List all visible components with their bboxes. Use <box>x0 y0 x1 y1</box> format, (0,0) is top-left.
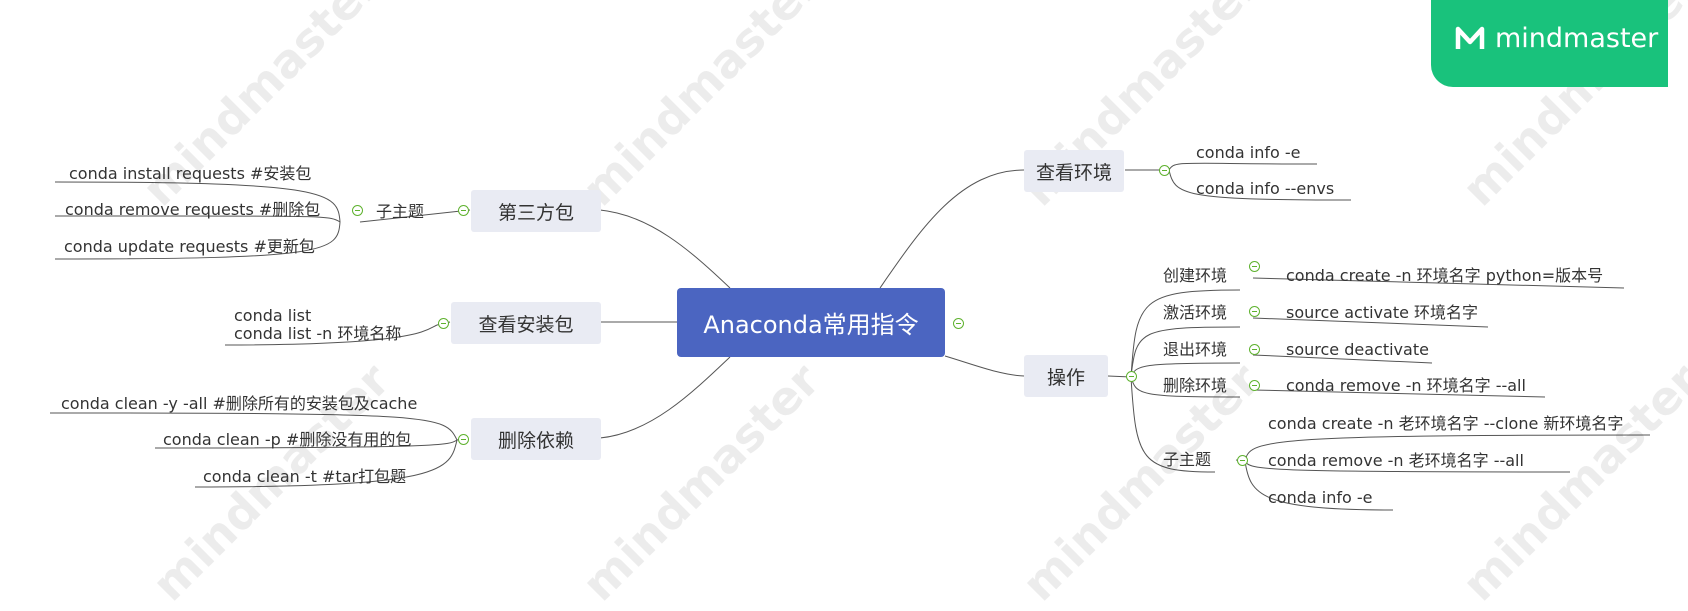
leaf-clean-all: conda clean -y -all #删除所有的安装包及cache <box>61 394 418 413</box>
topic-label: 查看安装包 <box>478 313 574 336</box>
leaf-clean-t: conda clean -t #tar打包题 <box>203 467 407 486</box>
brand-name: mindmaster <box>1495 23 1659 54</box>
root-topic[interactable]: Anaconda常用指令 <box>677 288 945 357</box>
collapse-toggle-icon[interactable] <box>1249 380 1260 391</box>
collapse-toggle-icon[interactable] <box>1249 261 1260 272</box>
topic-label: 查看环境 <box>1035 161 1112 184</box>
topic-view-packages[interactable]: 查看安装包 <box>451 302 601 344</box>
topic-third-party[interactable]: 第三方包 <box>471 190 601 232</box>
root-topic-label: Anaconda常用指令 <box>703 311 919 339</box>
topic-remove-deps[interactable]: 删除依赖 <box>471 418 601 460</box>
leaf-remove: conda remove requests #删除包 <box>65 200 321 219</box>
operation-label: 创建环境 <box>1163 266 1228 285</box>
leaf-install: conda install requests #安装包 <box>69 164 312 183</box>
leaf-info-envs: conda info --envs <box>1196 179 1335 198</box>
leaf-conda-list: conda list <box>234 306 312 325</box>
topic-view-env[interactable]: 查看环境 <box>1024 150 1124 192</box>
operation-label: 退出环境 <box>1163 340 1228 359</box>
collapse-toggle-icon[interactable] <box>1159 165 1170 176</box>
collapse-toggle-icon[interactable] <box>458 205 469 216</box>
collapse-toggle-icon[interactable] <box>953 318 964 329</box>
operation-label: 激活环境 <box>1163 303 1228 322</box>
leaf-conda-list-env: conda list -n 环境名称 <box>234 324 402 343</box>
operation-label: 删除环境 <box>1163 376 1228 395</box>
mindmaster-logo: mindmaster <box>1431 0 1668 87</box>
leaf-info-e: conda info -e <box>1196 143 1301 162</box>
collapse-toggle-icon[interactable] <box>438 318 449 329</box>
leaf-info-e-sub: conda info -e <box>1268 488 1373 507</box>
collapse-toggle-icon[interactable] <box>352 205 363 216</box>
leaf-clone-env: conda create -n 老环境名字 --clone 新环境名字 <box>1268 414 1624 433</box>
subtopic-label: 子主题 <box>376 202 425 221</box>
collapse-toggle-icon[interactable] <box>1249 306 1260 317</box>
leaf-update: conda update requests #更新包 <box>64 237 315 256</box>
connector-lines <box>49 162 1651 511</box>
operation-value: conda remove -n 环境名字 --all <box>1286 376 1526 395</box>
leaf-remove-old-env: conda remove -n 老环境名字 --all <box>1268 451 1524 470</box>
topic-label: 第三方包 <box>497 201 574 224</box>
operation-value: conda create -n 环境名字 python=版本号 <box>1286 266 1604 285</box>
collapse-toggle-icon[interactable] <box>1126 371 1137 382</box>
collapse-toggle-icon[interactable] <box>458 434 469 445</box>
operation-value: source deactivate <box>1286 340 1429 359</box>
subtopic-label: 子主题 <box>1163 450 1212 469</box>
topic-operations[interactable]: 操作 <box>1024 355 1108 397</box>
leaf-clean-p: conda clean -p #删除没有用的包 <box>163 430 412 449</box>
topic-label: 删除依赖 <box>497 429 574 452</box>
collapse-toggle-icon[interactable] <box>1249 344 1260 355</box>
topic-label: 操作 <box>1046 366 1085 389</box>
mindmaster-logo-icon <box>1455 26 1485 49</box>
operation-value: source activate 环境名字 <box>1286 303 1479 322</box>
collapse-toggle-icon[interactable] <box>1237 455 1248 466</box>
